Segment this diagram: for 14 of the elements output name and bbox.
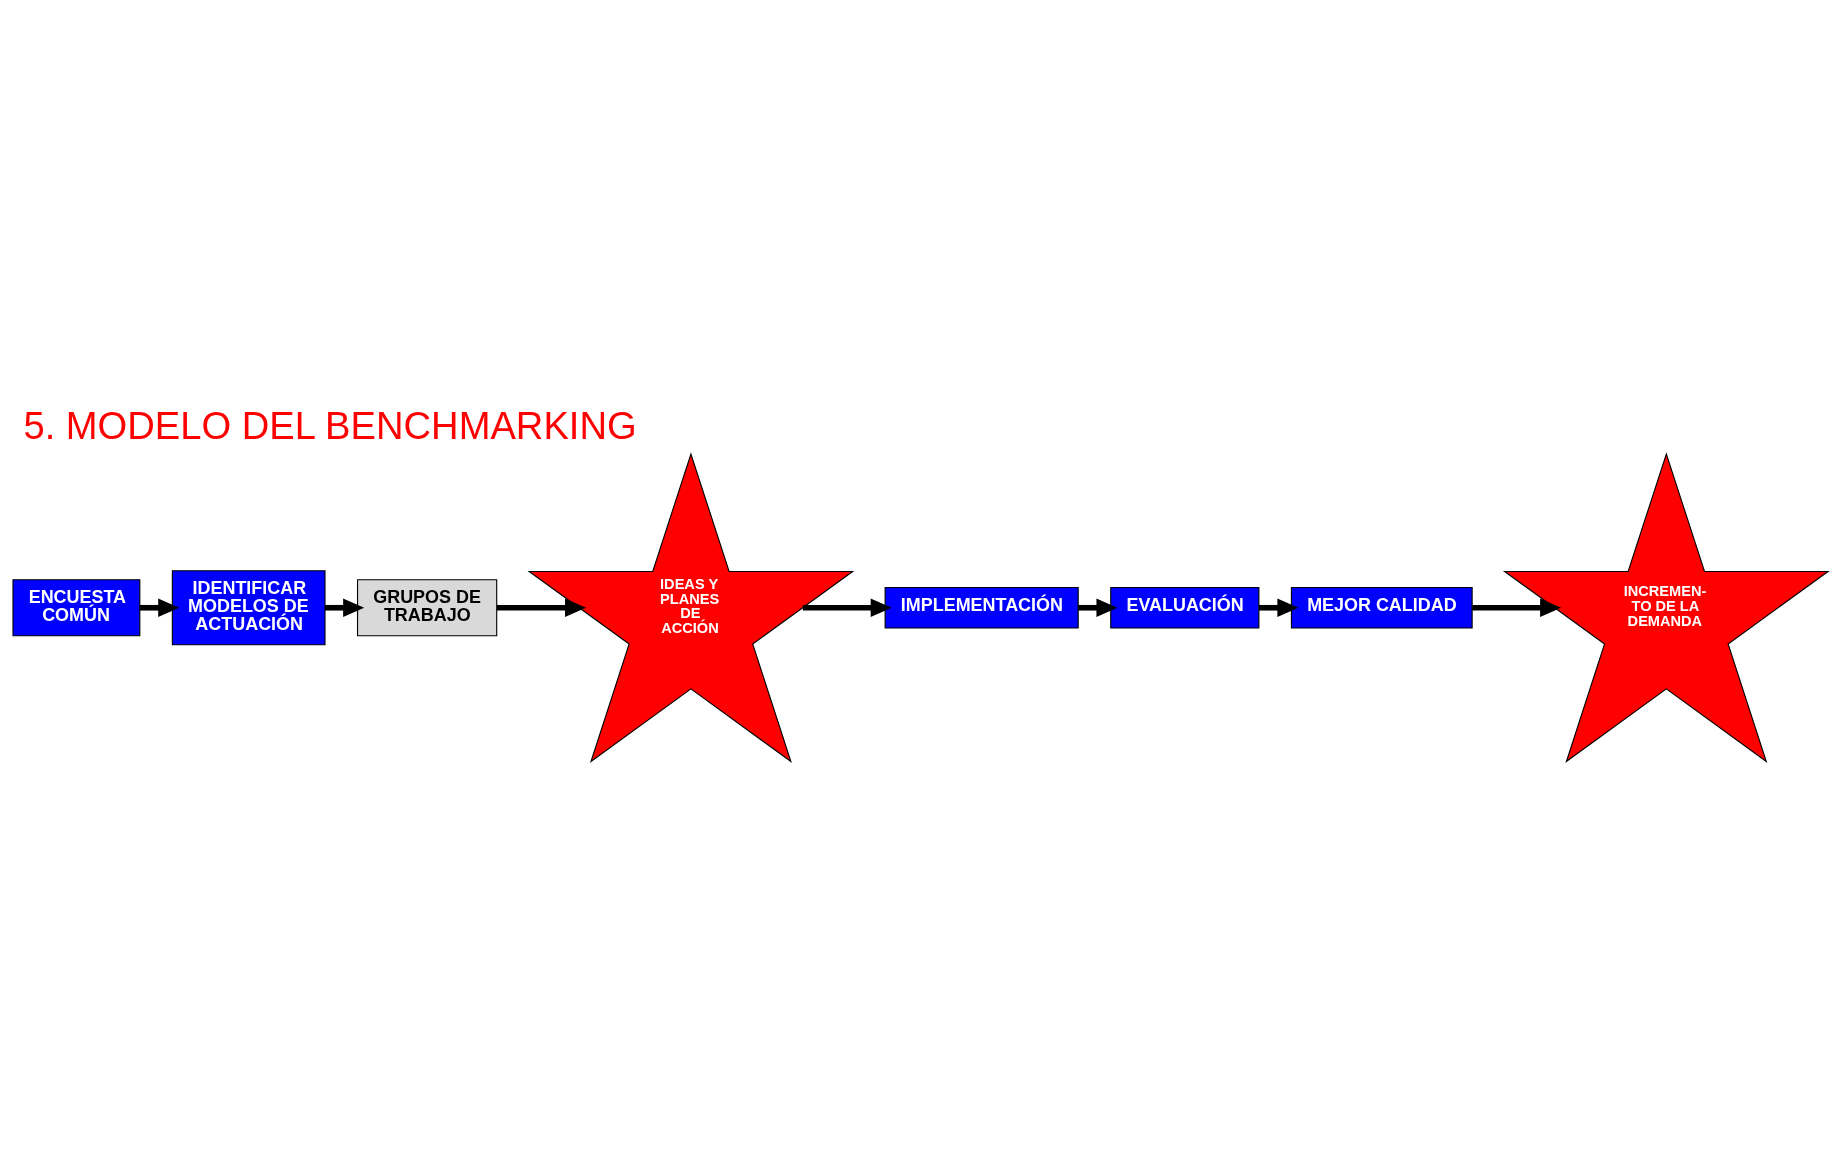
node-box: GRUPOS DE TRABAJO bbox=[357, 579, 498, 637]
arrow bbox=[1259, 598, 1299, 617]
arrow bbox=[325, 598, 365, 617]
node-box: MEJOR CALIDAD bbox=[1290, 587, 1473, 629]
arrow bbox=[802, 598, 892, 617]
node-box: IDENTIFICAR MODELOS DE ACTUACIÓN bbox=[171, 570, 326, 646]
arrow bbox=[1472, 598, 1562, 617]
arrow bbox=[1078, 598, 1118, 617]
diagram-title: 5. MODELO DEL BENCHMARKING bbox=[23, 403, 637, 447]
arrow bbox=[139, 598, 180, 617]
node-box: EVALUACIÓN bbox=[1110, 587, 1260, 629]
node-box: ENCUESTA COMÚN bbox=[12, 579, 141, 637]
arrow bbox=[496, 598, 587, 617]
node-box: IMPLEMENTACIÓN bbox=[884, 587, 1079, 629]
